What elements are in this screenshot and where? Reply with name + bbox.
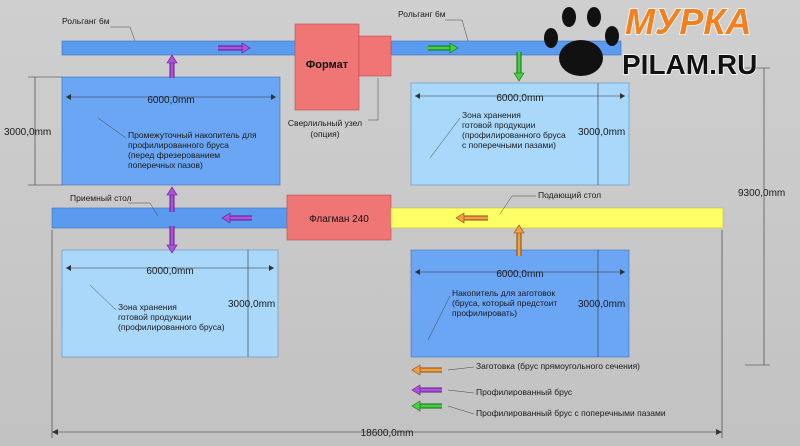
blanks-storage-text-3: профилировать): [452, 308, 517, 318]
intermediate-height: 3000,0mm: [4, 127, 51, 138]
storage-bottom-left-height: 3000,0mm: [228, 299, 275, 310]
blanks-storage-text-2: (бруса, который предстоит: [452, 298, 557, 308]
blanks-storage-width: 6000,0mm: [496, 269, 543, 280]
drill-unit-label-line1: Сверлильный узел: [288, 118, 362, 128]
intermediate-text-3: (перед фрезерованием: [128, 150, 220, 160]
intermediate-text-4: поперечных пазов): [128, 160, 203, 170]
intermediate-text-2: профилированного бруса: [128, 140, 229, 150]
storage-bottom-left-text-1: Зона хранения: [118, 302, 177, 312]
drill-unit: [358, 35, 392, 77]
storage-top-right: [410, 82, 630, 186]
feeding-table: [390, 207, 724, 229]
orange-arrow-up: [513, 224, 525, 256]
purple-arrow-left-mid: [221, 212, 252, 224]
legend-label-blank: Заготовка (брус прямоугольного сечения): [476, 361, 640, 371]
blanks-storage-text-1: Накопитель для заготовок: [452, 288, 555, 298]
orange-arrow-left: [455, 212, 488, 224]
storage-top-right-text-3: (профилированного бруса: [462, 130, 566, 140]
storage-bottom-left-width: 6000,0mm: [146, 266, 193, 277]
top-left-conveyor: [61, 40, 299, 56]
legend-label-profiled: Профилированный брус: [476, 387, 573, 397]
drill-unit-label-line2: (опция): [310, 129, 339, 139]
purple-arrow-up-mid: [166, 186, 178, 212]
top-right-conveyor-label: Рольганг 6м: [398, 9, 446, 19]
legend-arrow-purple: [411, 384, 442, 396]
storage-top-right-height: 3000,0mm: [578, 127, 625, 138]
logo-site: PILAM.RU: [622, 49, 757, 80]
flagman-machine-label: Флагман 240: [309, 214, 369, 225]
format-machine: [294, 23, 360, 111]
total-height-dimension: 9300,0mm: [738, 188, 785, 199]
green-arrow-top: [428, 42, 459, 54]
total-width-dimension: 18600,0mm: [361, 428, 414, 439]
green-arrow-down: [513, 52, 525, 82]
top-left-conveyor-label: Рольганг 6м: [62, 16, 110, 26]
intermediate-text-1: Промежуточный накопитель для: [128, 130, 257, 140]
blanks-storage: [410, 249, 630, 358]
purple-arrow-top: [218, 42, 251, 54]
intermediate-width: 6000,0mm: [147, 95, 194, 106]
paw-icon: [544, 7, 619, 76]
purple-arrow-down-mid: [166, 226, 178, 254]
legend-label-grooved: Профилированный брус с поперечными пазам…: [476, 408, 666, 418]
storage-top-right-text-4: с поперечными пазами): [462, 140, 556, 150]
storage-top-right-text-1: Зона хранения: [462, 110, 521, 120]
storage-bottom-left-text-2: готовой продукции: [118, 312, 192, 322]
receiving-table-label: Приемный стол: [70, 193, 132, 203]
format-machine-label: Формат: [306, 59, 349, 71]
logo-brand: МУРКА: [625, 1, 752, 42]
legend-arrow-green: [411, 400, 442, 412]
flagman-machine: [286, 194, 392, 241]
legend: Заготовка (брус прямоугольного сечения) …: [411, 361, 666, 418]
storage-top-right-width: 6000,0mm: [496, 93, 543, 104]
storage-bottom-left-text-3: (профилированного бруса): [118, 322, 225, 332]
purple-arrow-up-top: [166, 54, 178, 78]
storage-top-right-text-2: готовой продукции: [462, 120, 536, 130]
feeding-table-label: Подающий стол: [538, 190, 601, 200]
legend-arrow-orange: [411, 364, 442, 376]
blanks-storage-height: 3000,0mm: [578, 299, 625, 310]
